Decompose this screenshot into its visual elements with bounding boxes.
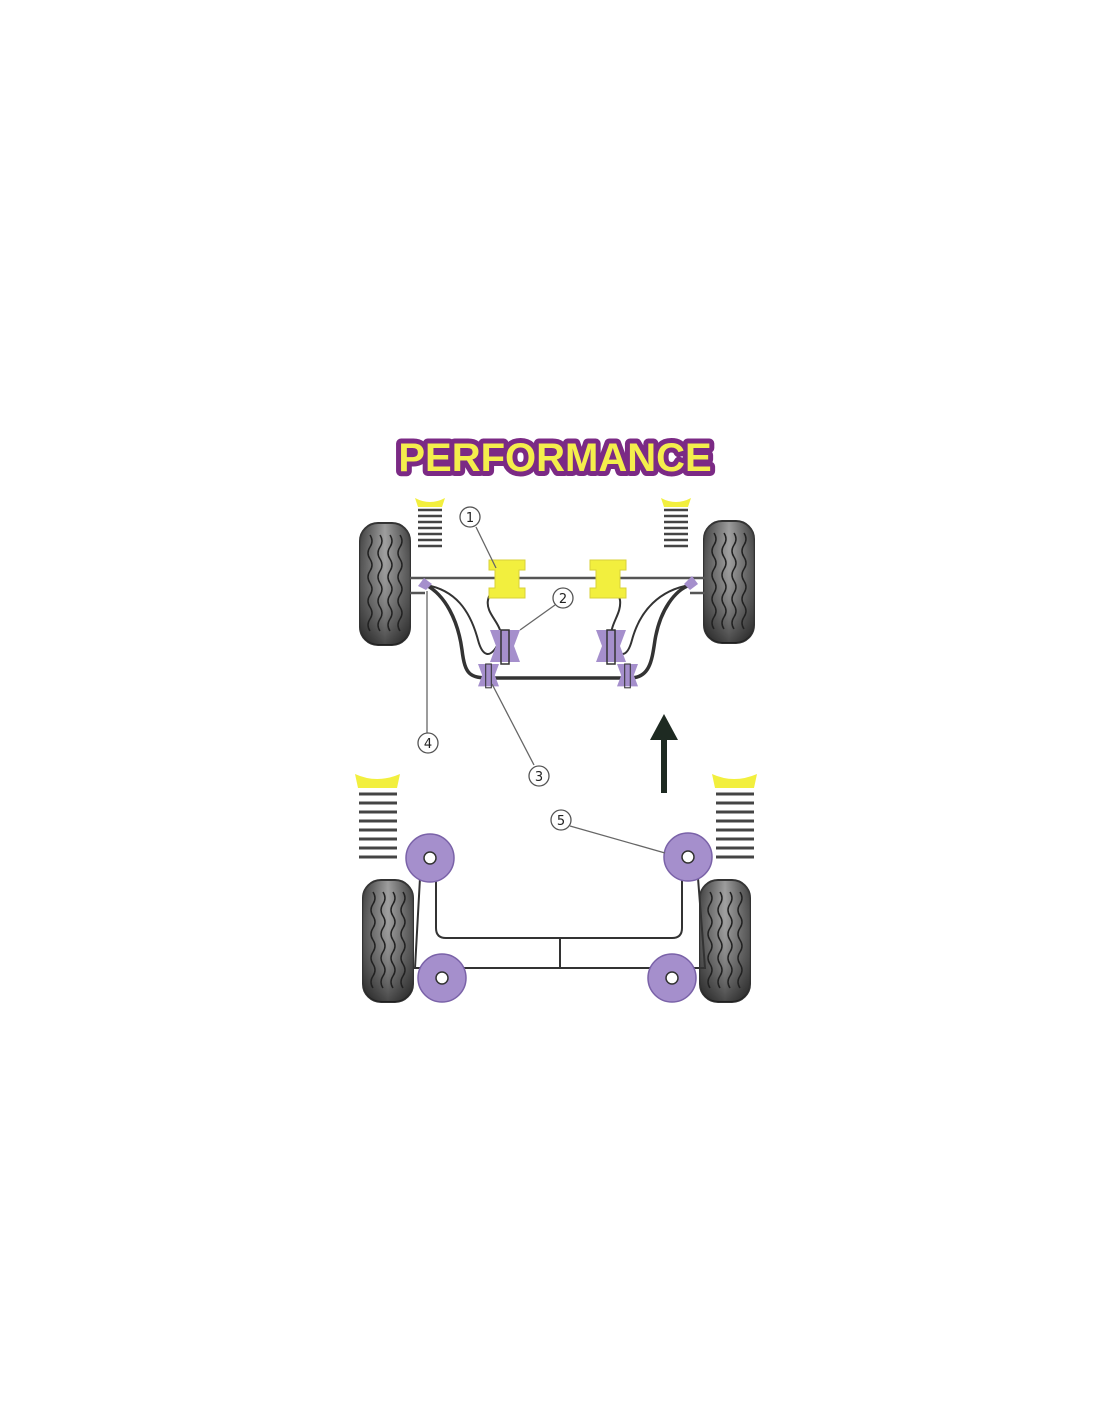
svg-text:2: 2 bbox=[559, 592, 567, 607]
rear-right-spring bbox=[710, 772, 759, 859]
bush-4-right bbox=[684, 576, 698, 590]
svg-text:1: 1 bbox=[466, 511, 474, 526]
arrow-up-icon bbox=[650, 714, 678, 793]
bush-2-left bbox=[489, 629, 521, 665]
bush-5-left-front bbox=[405, 833, 455, 883]
callout-5: 5 bbox=[550, 809, 572, 831]
bush-rear-left bbox=[417, 953, 467, 1003]
callout-3: 3 bbox=[528, 765, 550, 787]
front-right-tyre bbox=[703, 520, 755, 644]
svg-text:4: 4 bbox=[424, 737, 432, 752]
callout-1: 1 bbox=[459, 506, 481, 528]
callout-2: 2 bbox=[552, 587, 574, 609]
callout-4: 4 bbox=[417, 732, 439, 754]
front-axle bbox=[359, 496, 755, 689]
rear-right-tyre bbox=[699, 879, 751, 1003]
front-right-spring bbox=[659, 496, 693, 548]
front-left-tyre bbox=[359, 522, 411, 646]
bush-rear-right bbox=[647, 953, 697, 1003]
bush-5-right-front bbox=[663, 832, 713, 882]
title: PERFORMANCE bbox=[398, 436, 711, 480]
bush-2-right bbox=[595, 629, 627, 665]
leader-lines bbox=[426, 526, 666, 854]
svg-text:5: 5 bbox=[557, 814, 565, 829]
front-left-spring bbox=[413, 496, 447, 548]
title-outline: PERFORMANCE bbox=[398, 436, 711, 480]
rear-left-spring bbox=[353, 772, 402, 859]
svg-text:3: 3 bbox=[535, 770, 543, 785]
bush-4-left bbox=[418, 578, 432, 590]
rear-left-tyre bbox=[362, 879, 414, 1003]
rear-axle bbox=[353, 772, 759, 1003]
